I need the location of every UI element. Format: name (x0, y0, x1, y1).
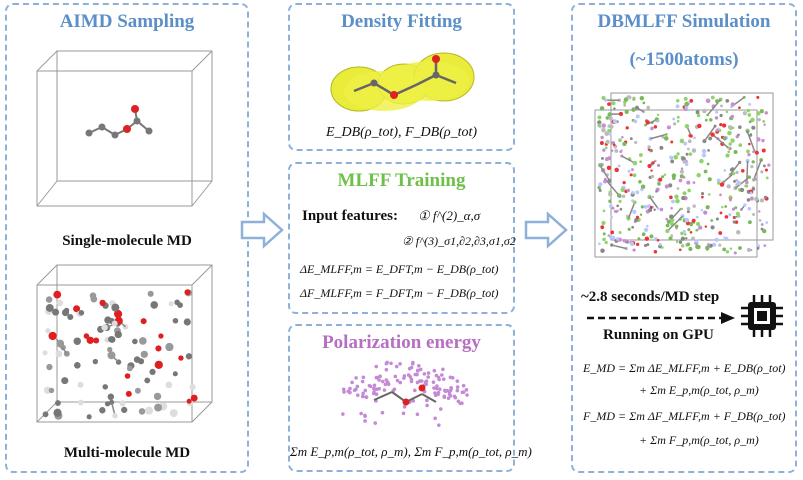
density-blob-image (330, 52, 475, 112)
gpu-chip-icon (741, 295, 783, 337)
polarization-equation: Σm E_p,m(ρ_tot, ρ_m), Σm F_p,m(ρ_tot, ρ_… (290, 444, 532, 459)
multi-molecule-atoms (42, 289, 198, 420)
single-molecule-box (36, 50, 213, 207)
dashed-arrow-icon (587, 312, 735, 324)
density-panel: Density Fitting E_DB(ρ_tot), F_DB(ρ_tot) (288, 3, 515, 151)
mlff-title: MLFF Training (337, 170, 466, 191)
dbmlff-panel: DBMLFF Simulation (~1500atoms) ~2.8 seco… (571, 3, 797, 473)
emd-equation-line1: E_MD = Σm ΔE_MLFF,m + E_DB(ρ_tot) (583, 361, 786, 375)
polarization-title: Polarization energy (322, 332, 481, 353)
multi-molecule-label: Multi-molecule MD (63, 445, 191, 461)
mlff-force-equation: ΔF_MLFF,m = F_DFT,m − F_DB(ρ_tot) (300, 286, 499, 300)
density-equation: E_DB(ρ_tot), F_DB(ρ_tot) (325, 125, 478, 140)
single-molecule-label: Single-molecule MD (62, 233, 192, 249)
mlff-energy-equation: ΔE_MLFF,m = E_DFT,m − E_DB(ρ_tot) (300, 262, 499, 276)
arrow-right-icon (524, 211, 568, 249)
feature-2: ② f^(3)_σ1,∂2,∂3,σ1,σ2 (402, 234, 516, 248)
density-title: Density Fitting (341, 11, 462, 32)
emd-equation-line2: + Σm E_p,m(ρ_tot, ρ_m) (639, 383, 759, 397)
polarization-panel: Polarization energy Σm E_p,m(ρ_tot, ρ_m)… (288, 324, 532, 472)
aimd-panel: AIMD Sampling Single-molecule MD (5, 3, 249, 473)
mlff-panel: MLFF Training Input features: ① f^(2)_α,… (288, 162, 516, 314)
polarization-dots-image (341, 360, 469, 427)
speed-label: ~2.8 seconds/MD step (581, 289, 720, 305)
fmd-equation-line1: F_MD = Σm ΔF_MLFF,m + F_DB(ρ_tot) (583, 409, 786, 423)
large-system-image (594, 92, 774, 258)
input-features-label: Input features: (302, 208, 398, 224)
dbmlff-title: DBMLFF Simulation (597, 11, 771, 32)
aimd-title: AIMD Sampling (59, 11, 195, 32)
dbmlff-subtitle: (~1500atoms) (629, 49, 739, 70)
arrow-right-icon (240, 211, 284, 249)
multi-molecule-box (36, 264, 213, 423)
gpu-label: Running on GPU (603, 327, 714, 343)
large-system-atoms (597, 95, 771, 255)
fmd-equation-line2: + Σm F_p,m(ρ_tot, ρ_m) (639, 433, 759, 447)
feature-1: ① f^(2)_α,σ (418, 208, 481, 223)
